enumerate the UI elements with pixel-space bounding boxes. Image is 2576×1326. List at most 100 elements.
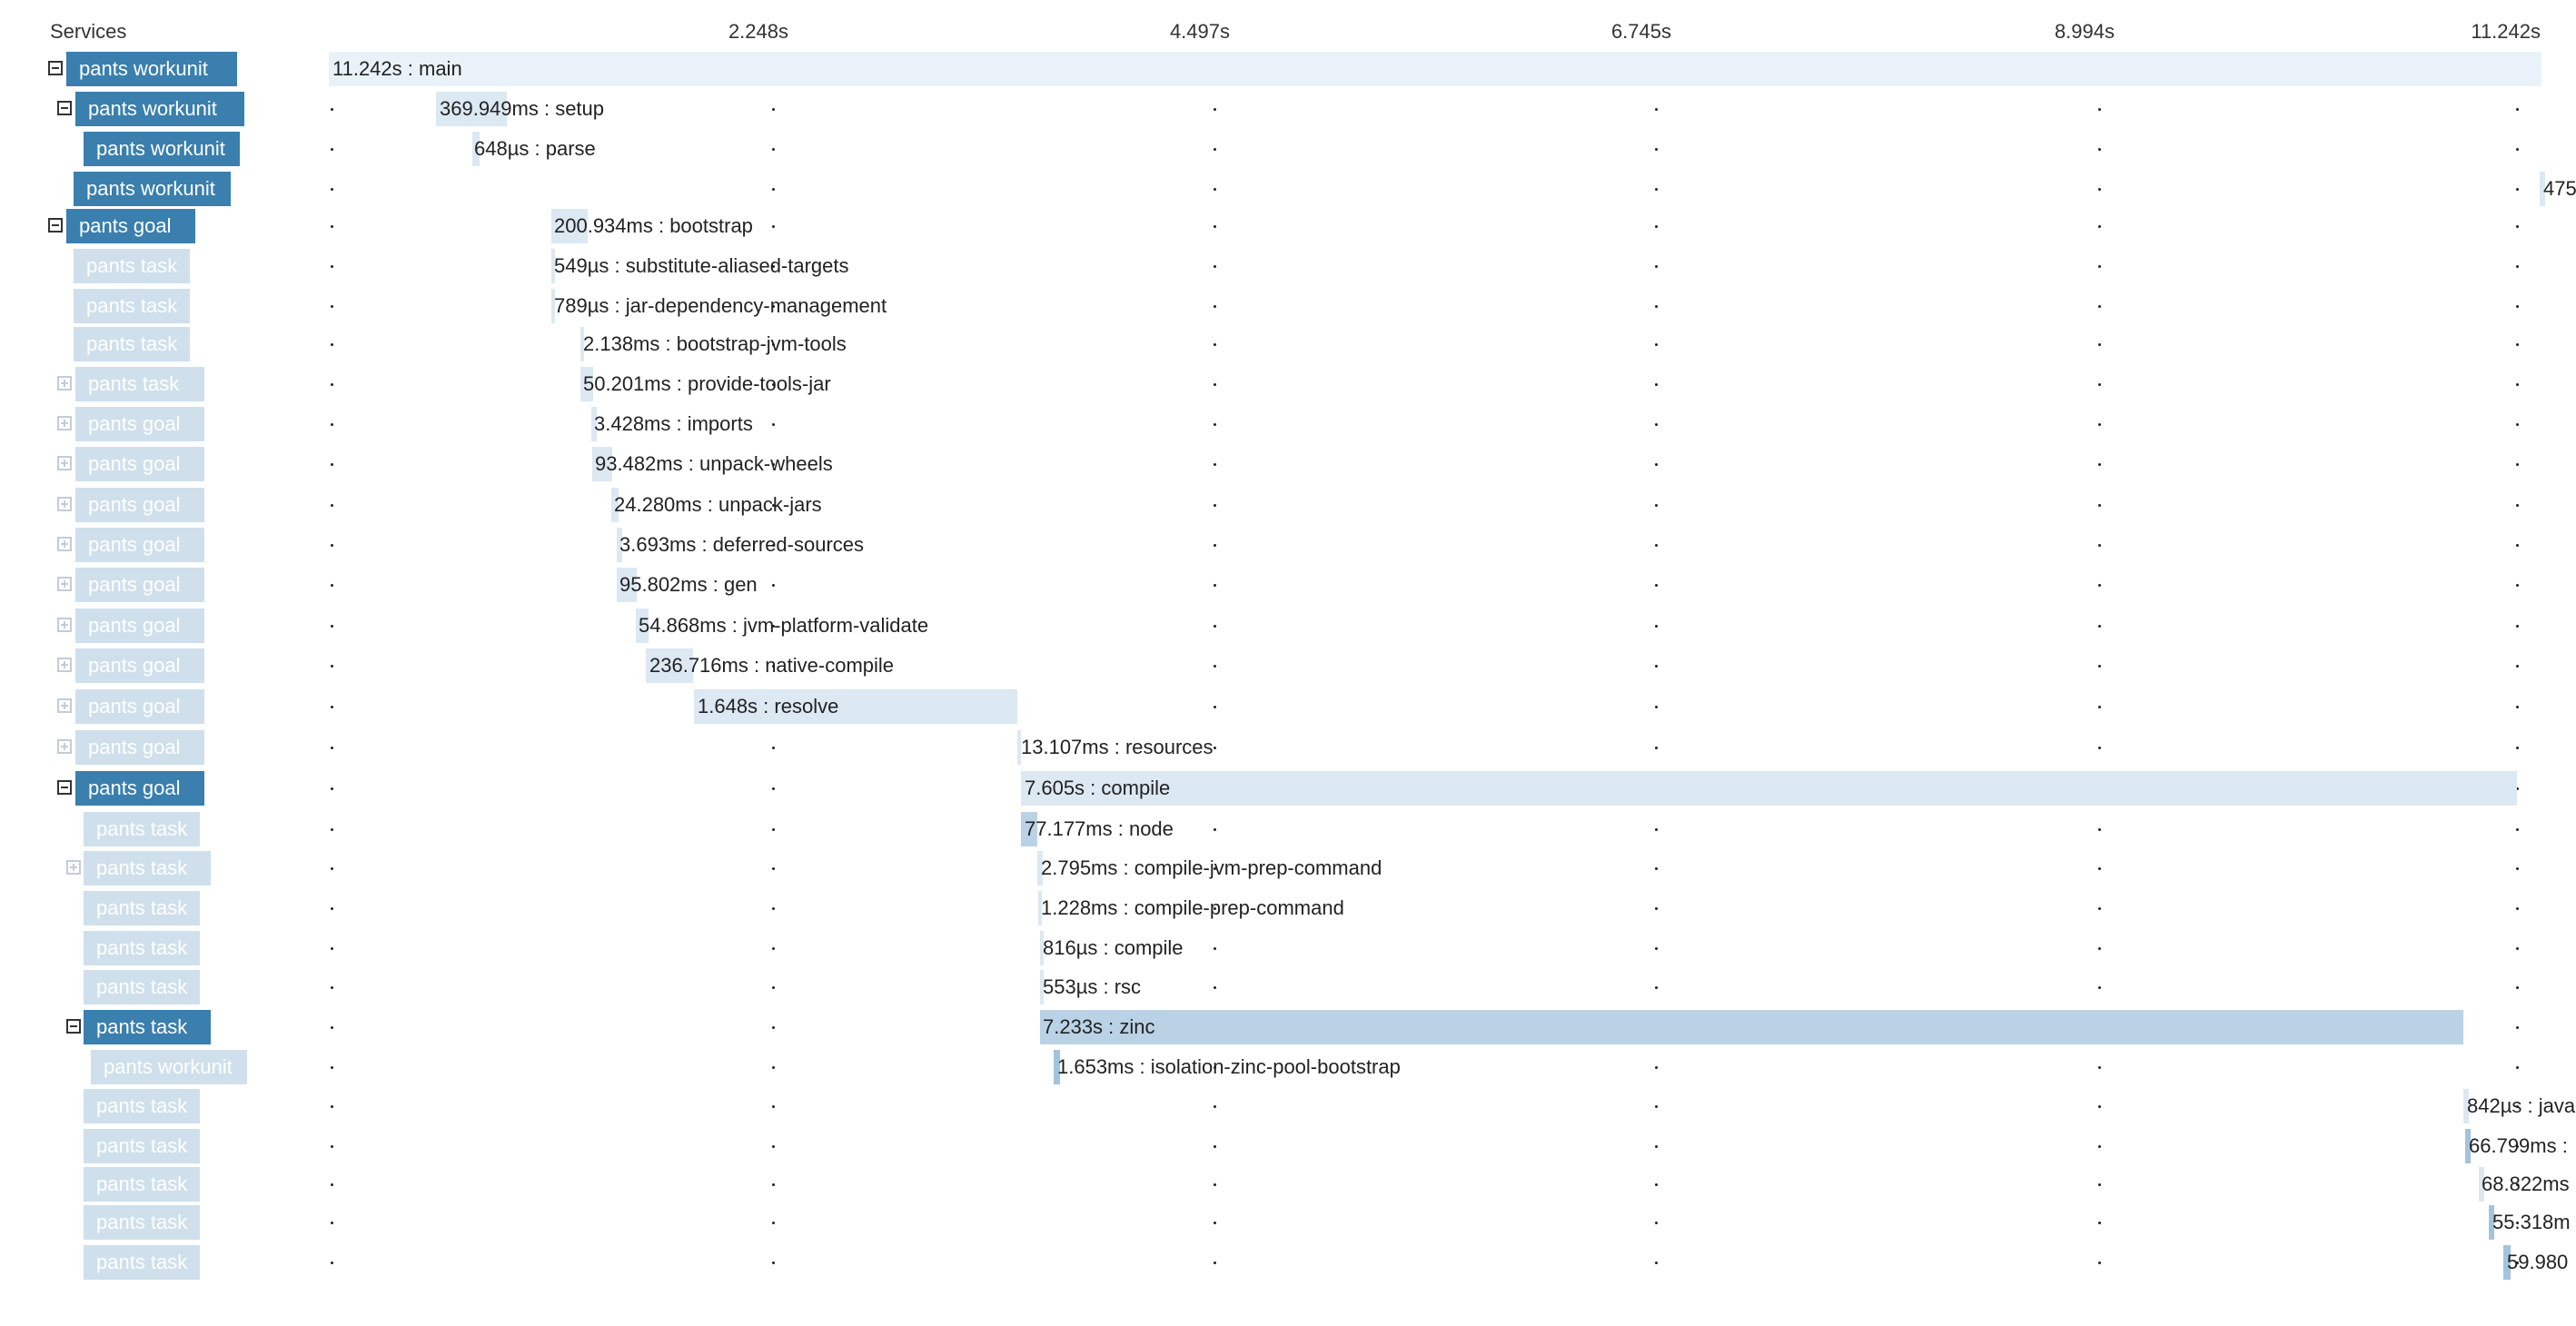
span-bar[interactable]: [2479, 1167, 2484, 1202]
span-bar[interactable]: [2503, 1245, 2511, 1280]
service-name[interactable]: pants workunit: [66, 52, 237, 86]
span-bar[interactable]: [2540, 172, 2545, 206]
service-name[interactable]: pants goal: [75, 771, 204, 806]
service-name[interactable]: pants task: [84, 851, 211, 886]
span-bar[interactable]: [1040, 1010, 2463, 1044]
service-name[interactable]: pants goal: [75, 730, 204, 765]
collapse-icon[interactable]: [57, 780, 72, 795]
span-bar[interactable]: [1037, 851, 1043, 886]
expand-icon[interactable]: [57, 698, 72, 713]
span-bar[interactable]: [617, 528, 622, 562]
service-name[interactable]: pants task: [84, 931, 201, 965]
service-name[interactable]: pants goal: [75, 609, 204, 643]
span-bar[interactable]: [1040, 931, 1044, 965]
service-name[interactable]: pants workunit: [74, 172, 231, 206]
span-bar[interactable]: [1021, 812, 1037, 846]
service-name[interactable]: pants task: [74, 249, 191, 283]
span-bar[interactable]: [2489, 1205, 2494, 1240]
service-name[interactable]: pants task: [84, 970, 201, 1004]
expand-icon[interactable]: [57, 456, 72, 470]
service-name[interactable]: pants task: [84, 891, 201, 925]
span-bar[interactable]: [1038, 891, 1042, 925]
span-row[interactable]: 66.799ms :pants task: [0, 1129, 2576, 1165]
span-bar[interactable]: [551, 289, 555, 323]
span-bar[interactable]: [1040, 970, 1044, 1004]
span-bar[interactable]: [580, 327, 584, 361]
service-name[interactable]: pants task: [84, 1245, 201, 1280]
expand-icon[interactable]: [66, 860, 81, 875]
span-bar[interactable]: [617, 568, 637, 602]
service-name[interactable]: pants task: [75, 367, 204, 401]
expand-icon[interactable]: [57, 658, 72, 672]
expand-icon[interactable]: [57, 416, 72, 430]
span-bar[interactable]: [592, 447, 612, 481]
span-bar[interactable]: [580, 367, 593, 401]
span-bar[interactable]: [551, 209, 588, 243]
span-bar[interactable]: [591, 407, 597, 441]
span-bar[interactable]: [1017, 730, 1021, 765]
span-bar[interactable]: [1054, 1050, 1060, 1084]
span-bar[interactable]: [436, 92, 507, 126]
service-name[interactable]: pants workunit: [75, 92, 244, 126]
service-name[interactable]: pants task: [84, 1010, 211, 1044]
service-name[interactable]: pants goal: [75, 648, 204, 683]
span-bar[interactable]: [2463, 1089, 2469, 1123]
span-bar[interactable]: [1021, 771, 2517, 806]
expand-icon[interactable]: [57, 497, 72, 511]
expand-icon[interactable]: [57, 577, 72, 591]
collapse-icon[interactable]: [66, 1019, 81, 1034]
service-name[interactable]: pants task: [84, 1089, 201, 1123]
expand-icon[interactable]: [57, 376, 72, 391]
span-bar[interactable]: [2465, 1129, 2471, 1163]
service-name[interactable]: pants goal: [75, 447, 204, 481]
service-name[interactable]: pants goal: [75, 568, 204, 602]
service-name[interactable]: pants task: [74, 289, 191, 323]
span-bar[interactable]: [472, 132, 480, 166]
expand-icon[interactable]: [57, 537, 72, 551]
span-bar[interactable]: [611, 488, 619, 522]
span-bar[interactable]: [636, 609, 649, 643]
span-bar[interactable]: [646, 648, 693, 683]
service-name[interactable]: pants task: [84, 1167, 201, 1202]
collapse-icon[interactable]: [48, 218, 63, 233]
expand-icon[interactable]: [57, 739, 72, 754]
service-name[interactable]: pants goal: [75, 528, 204, 562]
service-name[interactable]: pants task: [84, 1205, 201, 1240]
service-name[interactable]: pants goal: [75, 689, 204, 724]
service-name[interactable]: pants task: [74, 327, 191, 361]
service-name[interactable]: pants goal: [75, 488, 204, 522]
service-name[interactable]: pants task: [84, 812, 201, 846]
collapse-icon[interactable]: [48, 61, 63, 75]
service-name[interactable]: pants goal: [66, 209, 195, 243]
